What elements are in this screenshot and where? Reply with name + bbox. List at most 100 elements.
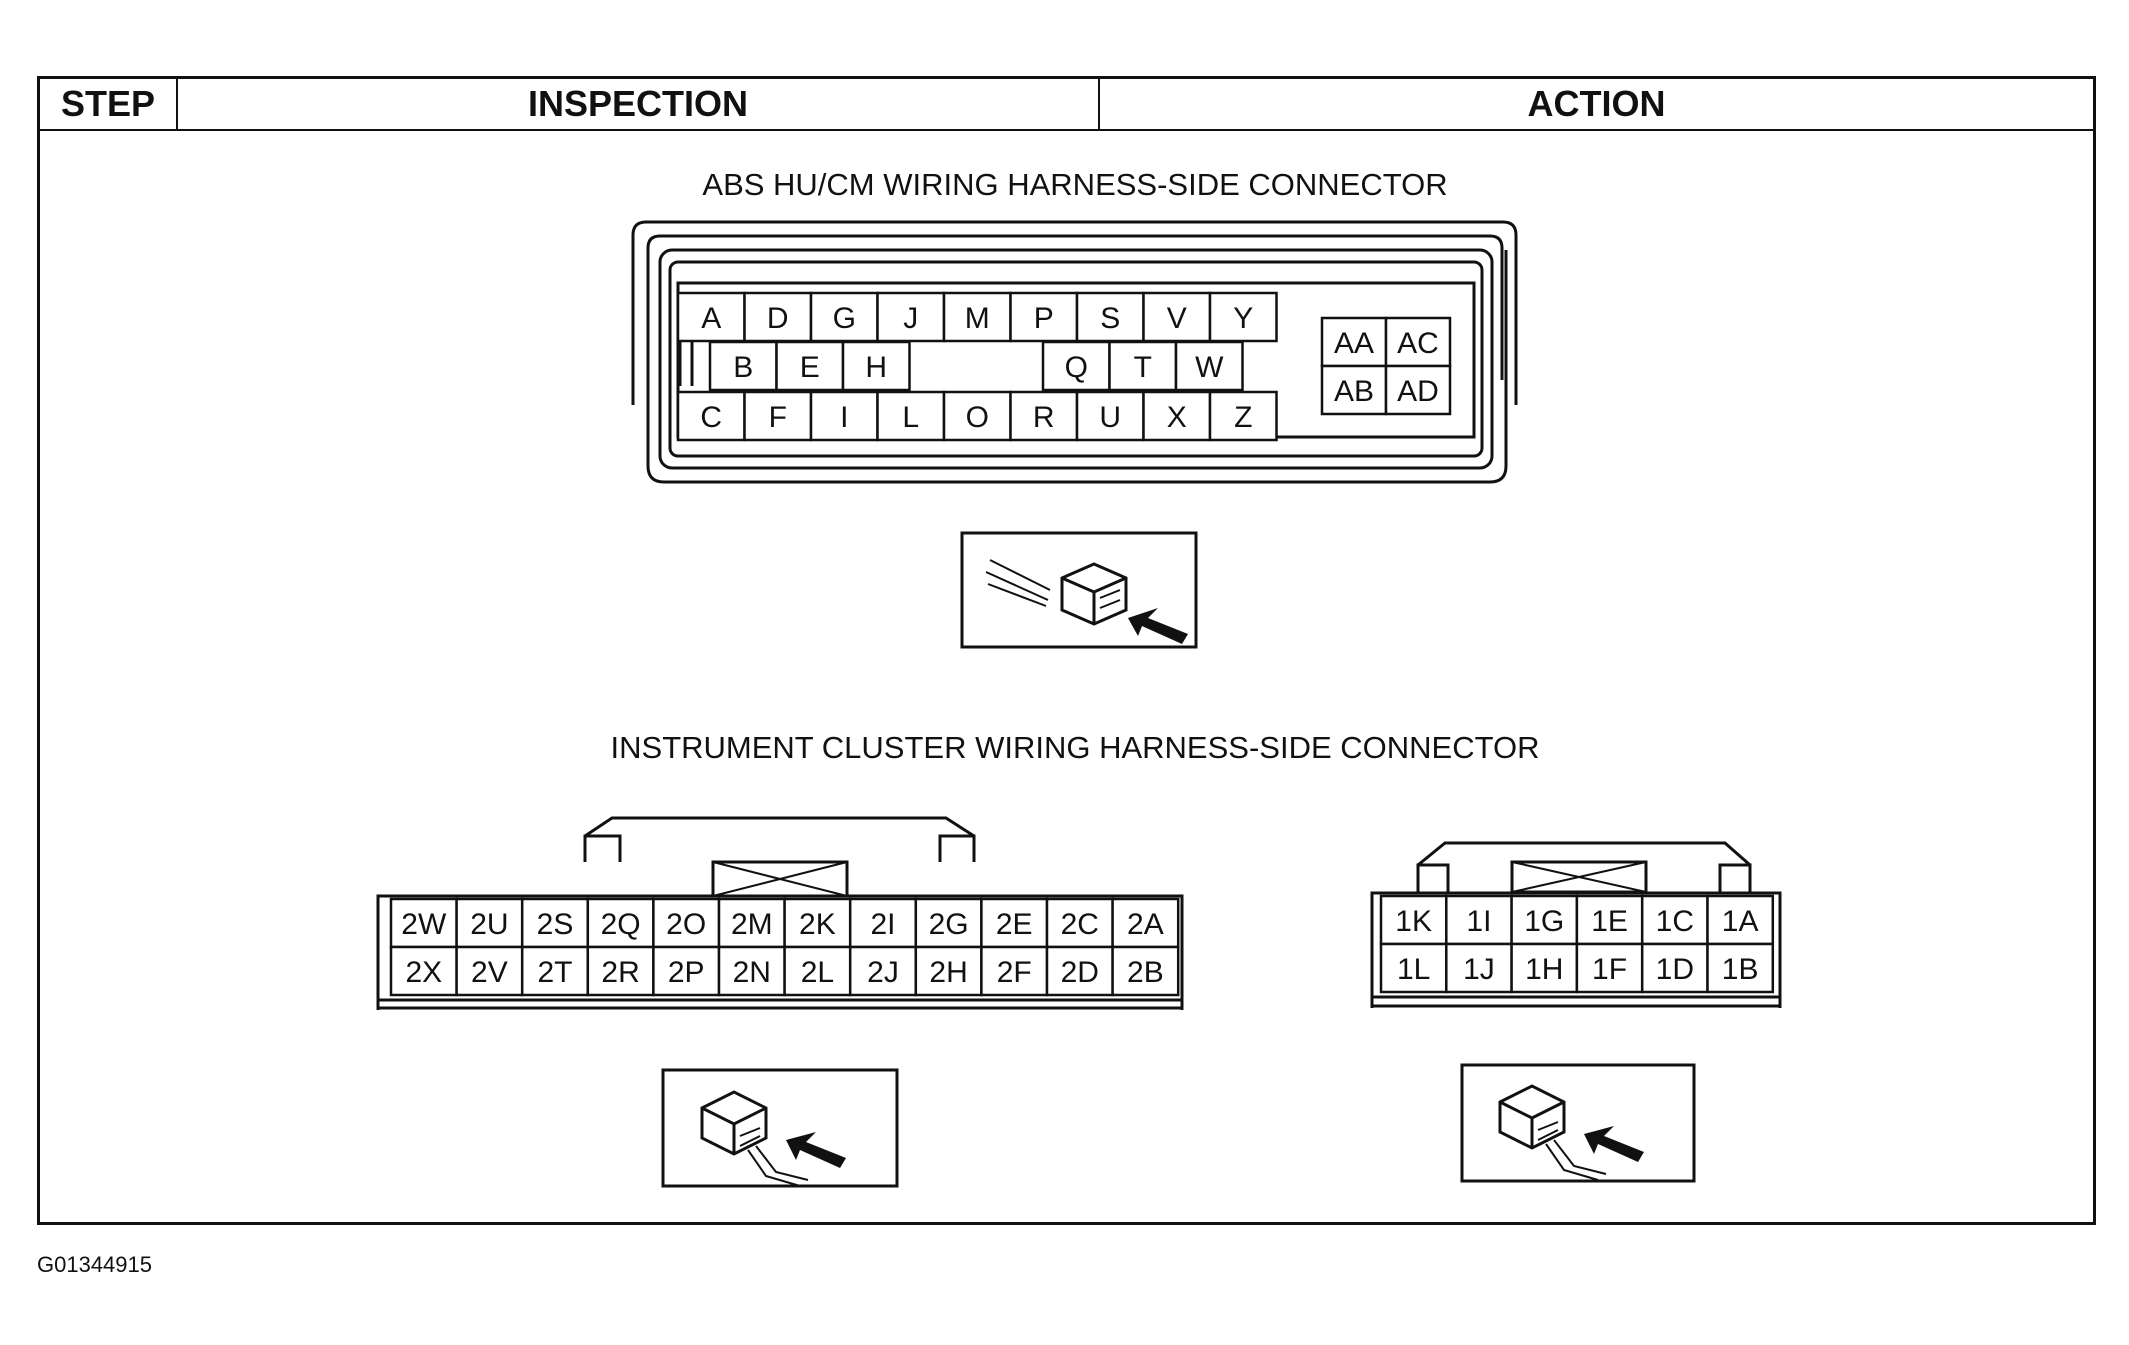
abs-pin-label: C — [700, 401, 722, 434]
cluster1-pin-label: 1D — [1656, 953, 1694, 986]
cluster-1-harness-view-icon — [1460, 1063, 1696, 1183]
figure-id: G01344915 — [37, 1252, 152, 1277]
cluster-connector-2-housing — [376, 816, 1184, 1010]
cluster2-pin-label: 2D — [1061, 956, 1099, 989]
cluster1-pin-label: 1A — [1722, 905, 1759, 938]
abs-pin-cell — [1142, 390, 1212, 442]
cluster2-pin-label: 2G — [929, 908, 969, 941]
cluster2-pin-cell — [586, 945, 655, 997]
abs-pin-cell — [809, 390, 879, 442]
cluster2-pin-cell — [783, 945, 852, 997]
abs-connector-title: ABS HU/CM WIRING HARNESS-SIDE CONNECTOR — [702, 167, 1448, 202]
abs-pin-label: H — [865, 351, 887, 384]
abs-pin-cell — [1075, 390, 1145, 442]
cluster1-pin-cell — [1640, 942, 1709, 994]
abs-pin-cell — [841, 340, 911, 392]
abs-pin-label: A — [701, 302, 721, 335]
cluster2-pin-label: 2L — [801, 956, 834, 989]
cluster1-pin-label: 1H — [1525, 953, 1563, 986]
cluster2-pin-label: 2C — [1061, 908, 1099, 941]
cluster2-pin-cell — [717, 945, 786, 997]
abs-pin-label: L — [902, 401, 919, 434]
cluster2-pin-label: 2B — [1127, 956, 1164, 989]
cluster2-pin-label: 2K — [799, 908, 836, 941]
abs-pin-label: W — [1195, 351, 1224, 384]
abs-pin-label: O — [966, 401, 989, 434]
cluster2-pin-label: 2A — [1127, 908, 1164, 941]
cluster-2-harness-view-icon — [661, 1068, 899, 1188]
cluster-connector-title: INSTRUMENT CLUSTER WIRING HARNESS-SIDE C… — [610, 730, 1540, 765]
cluster2-pin-cell — [914, 945, 983, 997]
cluster2-pin-label: 2R — [601, 956, 639, 989]
cluster2-pin-cell — [783, 897, 852, 949]
cluster2-pin-label: 2H — [929, 956, 967, 989]
cluster2-pin-label: 2I — [870, 908, 895, 941]
abs-pin-label: G — [833, 302, 856, 335]
cluster-connector-1-housing — [1370, 841, 1782, 1008]
cluster1-pin-label: 1C — [1656, 905, 1694, 938]
abs-pin-label: R — [1033, 401, 1055, 434]
abs-harness-view-icon — [960, 531, 1198, 649]
action-header: ACTION — [1100, 79, 2093, 131]
cluster1-pin-cell — [1706, 942, 1775, 994]
cluster2-pin-label: 2N — [733, 956, 771, 989]
abs-pin-label: S — [1100, 302, 1120, 335]
cluster1-pin-cell — [1575, 942, 1644, 994]
cluster1-pin-cell — [1575, 894, 1644, 946]
cluster2-pin-label: 2P — [668, 956, 705, 989]
cluster1-pin-cell — [1510, 942, 1579, 994]
abs-pin-label: P — [1034, 302, 1054, 335]
cluster2-pin-label: 2W — [401, 908, 447, 941]
cluster2-pin-cell — [717, 897, 786, 949]
abs-pin-label: AD — [1397, 375, 1439, 408]
abs-pin-cell — [676, 390, 746, 442]
abs-pin-label: Q — [1065, 351, 1088, 384]
abs-pin-label: E — [800, 351, 820, 384]
abs-pin-cell — [1384, 364, 1452, 416]
inspection-header: INSPECTION — [178, 79, 1100, 131]
cluster2-pin-cell — [652, 945, 721, 997]
cluster2-pin-cell — [848, 945, 918, 997]
cluster2-pin-label: 2T — [537, 956, 572, 989]
cluster1-pin-cell — [1510, 894, 1579, 946]
abs-pin-cell — [1009, 390, 1079, 442]
abs-pin-cell — [1041, 340, 1111, 392]
step-header: STEP — [40, 79, 178, 131]
cluster2-pin-label: 2E — [996, 908, 1033, 941]
cluster2-pin-label: 2V — [471, 956, 508, 989]
abs-pin-label: I — [840, 401, 848, 434]
abs-pin-label: Y — [1233, 302, 1253, 335]
cluster2-pin-label: 2O — [666, 908, 706, 941]
cluster1-pin-label: 1F — [1592, 953, 1627, 986]
cluster1-pin-label: 1G — [1524, 905, 1564, 938]
cluster2-pin-label: 2M — [731, 908, 773, 941]
abs-pin-cell — [1009, 291, 1079, 343]
abs-pin-label: Z — [1234, 401, 1252, 434]
cluster2-pin-label: 2J — [867, 956, 899, 989]
abs-pin-label: F — [769, 401, 787, 434]
cluster1-pin-label: 1B — [1722, 953, 1759, 986]
abs-pin-label: AC — [1397, 327, 1439, 360]
abs-connector-housing — [631, 220, 1518, 484]
cluster2-pin-label: 2U — [470, 908, 508, 941]
abs-pin-label: X — [1167, 401, 1187, 434]
abs-pin-cell — [1208, 390, 1278, 442]
cluster1-pin-label: 1E — [1591, 905, 1628, 938]
abs-pin-cell — [876, 291, 946, 343]
cluster2-pin-label: 2Q — [601, 908, 641, 941]
abs-pin-cell — [876, 390, 946, 442]
abs-pin-cell — [942, 291, 1012, 343]
cluster1-pin-label: 1I — [1466, 905, 1491, 938]
cluster2-pin-label: 2X — [405, 956, 442, 989]
abs-pin-label: D — [767, 302, 789, 335]
abs-pin-label: U — [1099, 401, 1121, 434]
cluster1-pin-cell — [1445, 942, 1513, 994]
cluster1-pin-cell — [1445, 894, 1513, 946]
cluster2-pin-label: 2F — [997, 956, 1032, 989]
abs-pin-label: T — [1134, 351, 1152, 384]
cluster2-pin-cell — [455, 897, 524, 949]
